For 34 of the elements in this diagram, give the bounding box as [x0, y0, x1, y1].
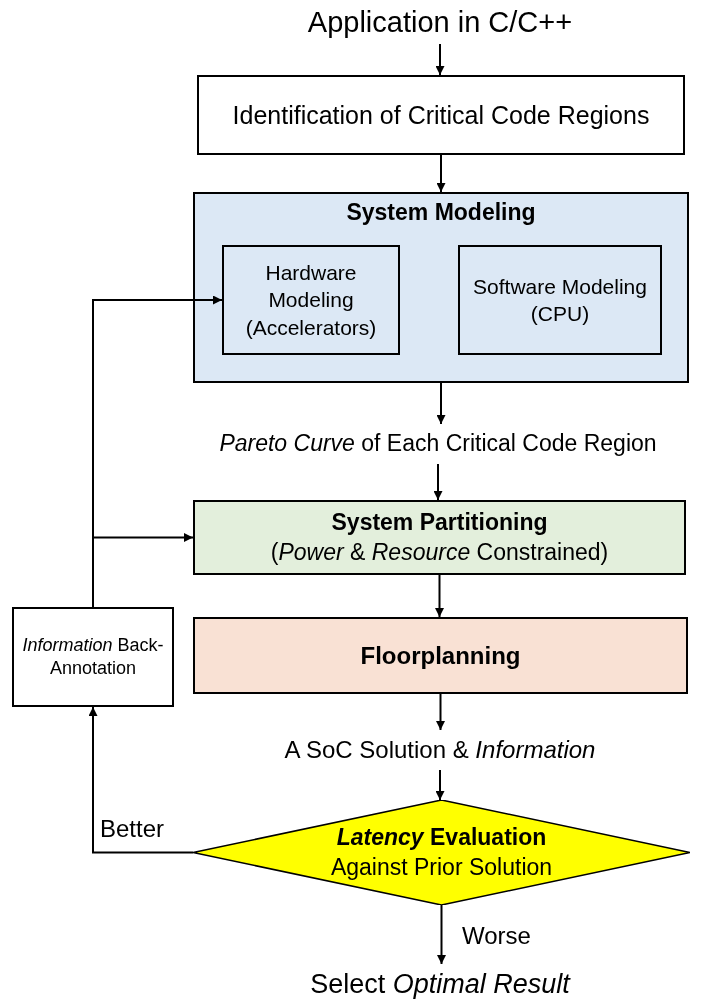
process-box — [193, 617, 688, 694]
process-box — [458, 245, 662, 355]
flow-label: Pareto Curve of Each Critical Code Region — [219, 429, 657, 459]
box-text: Floorplanning — [360, 640, 521, 671]
arrow — [436, 154, 446, 193]
flow-label: Application in C/C++ — [307, 5, 573, 41]
flow-label: Select Optimal Result — [310, 968, 570, 1002]
arrow — [436, 382, 446, 425]
box-text: Against Prior Solution — [330, 852, 553, 882]
box-text: System Modeling — [346, 198, 536, 227]
decision-diamond — [193, 800, 690, 905]
process-box — [222, 245, 400, 355]
arrow — [435, 769, 445, 801]
box-text: Information Back-Annotation — [21, 633, 165, 680]
arrow — [436, 693, 445, 731]
process-box — [193, 500, 686, 575]
arrow — [435, 43, 445, 76]
arrow — [88, 706, 194, 854]
process-box — [12, 607, 174, 707]
arrow — [92, 533, 194, 608]
box-text: Software Modeling (CPU) — [472, 273, 648, 327]
box-title: System Partitioning — [331, 507, 548, 537]
edge-label: Worse — [462, 922, 531, 950]
group-panel — [193, 192, 689, 383]
edge-label: Better — [100, 815, 165, 843]
box-text: Identification of Critical Code Regions — [232, 99, 650, 131]
box-title: Latency Evaluation — [336, 822, 547, 852]
process-box — [197, 75, 685, 155]
arrow — [433, 463, 443, 501]
box-text: (Power & Resource Constrained) — [270, 537, 609, 567]
flow-label: A SoC Solution & Information — [284, 735, 596, 766]
arrow — [437, 904, 446, 965]
arrow — [435, 574, 444, 618]
box-text: Hardware Modeling (Accelerators) — [244, 260, 378, 341]
